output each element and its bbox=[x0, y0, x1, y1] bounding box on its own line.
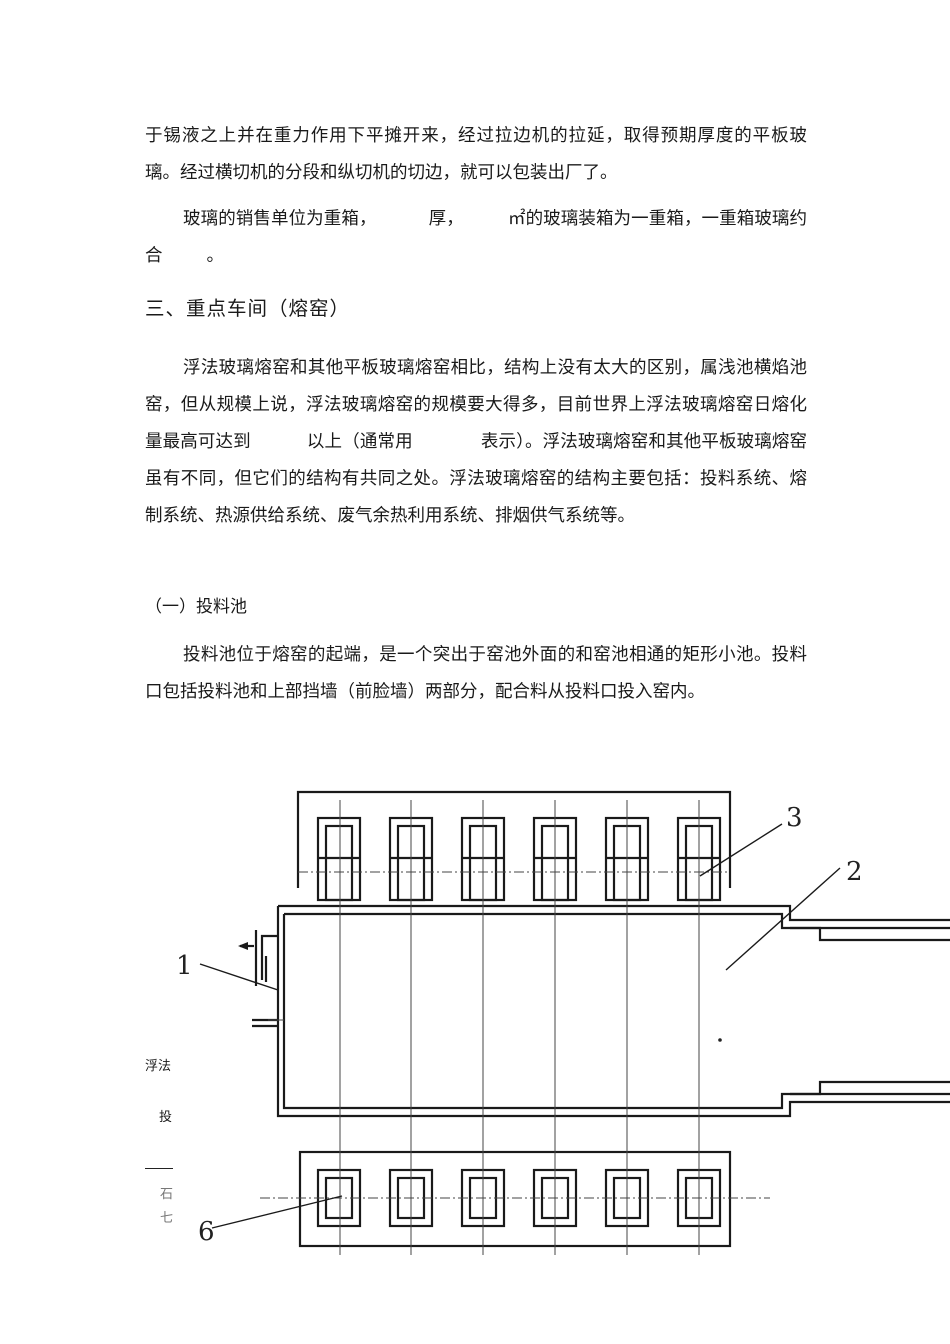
paragraph-feeding-pool: 投料池位于熔窑的起端，是一个突出于窑池外面的和窑池相通的矩形小池。投料口包括投料… bbox=[145, 645, 807, 702]
leader-line-1 bbox=[199, 963, 279, 991]
figure-label-6: 6 bbox=[198, 1217, 215, 1247]
side-fragment-3: 石 bbox=[160, 1187, 174, 1202]
weight-box-text-a: 玻璃的销售单位为重箱， bbox=[183, 209, 377, 229]
furnace-text-a: 浮法玻璃熔窑和其他平板玻璃熔窑相比，结构上没有太大的区别，属浅池横焰池窑，但从规… bbox=[145, 358, 807, 452]
bottom-regenerator-housing bbox=[298, 1150, 732, 1248]
leader-line-2 bbox=[725, 867, 841, 971]
top-regenerator-housing bbox=[296, 790, 732, 888]
top-regenerator-ports bbox=[316, 816, 722, 902]
feeding-pool bbox=[260, 934, 278, 980]
subsection-title: （一）投料池 bbox=[145, 597, 247, 617]
furnace-plan-diagram: 1 2 3 6 bbox=[170, 780, 950, 1260]
leader-line-3 bbox=[699, 823, 783, 877]
footnote-rule bbox=[145, 1168, 173, 1169]
side-fragment-1: 浮法 bbox=[145, 1059, 172, 1074]
weight-box-text-d: 。 bbox=[206, 246, 225, 266]
tank-wall-bottom-outer bbox=[276, 906, 950, 1118]
figure-label-1: 1 bbox=[176, 951, 193, 981]
furnace-text-b: 以上（通常用 bbox=[306, 432, 413, 452]
weight-box-text-c: ㎡的玻璃装箱为一重箱，一重箱玻璃约合 bbox=[145, 209, 808, 266]
side-fragment-4: 七 bbox=[160, 1211, 174, 1226]
grid-centerlines bbox=[260, 800, 770, 1255]
section-title: 三、重点车间（熔窑） bbox=[145, 297, 351, 320]
paragraph-furnace-overview: 浮法玻璃熔窑和其他平板玻璃熔窑相比，结构上没有太大的区别，属浅池横焰池窑，但从规… bbox=[145, 350, 807, 535]
figure-label-2: 2 bbox=[846, 857, 863, 887]
side-fragment-2: 投 bbox=[159, 1110, 173, 1125]
furnace-plan-svg: 1 2 3 6 bbox=[176, 790, 950, 1255]
paragraph-weight-box: 玻璃的销售单位为重箱， 厚，㎡的玻璃装箱为一重箱，一重箱玻璃约合。 bbox=[145, 201, 807, 275]
weight-box-text-b: 厚， bbox=[428, 209, 464, 229]
figure-label-3: 3 bbox=[786, 803, 803, 833]
paragraph-float-process: 于锡液之上并在重力作用下平摊开来，经过拉边机的拉延，取得预期厚度的平板玻璃。经过… bbox=[145, 126, 807, 183]
furnace-text-c: 表示）。浮法玻璃熔窑和其他平板玻璃熔窑虽有不同，但它们的结构有共同之处。浮法玻璃… bbox=[145, 432, 808, 526]
leader-line-6 bbox=[211, 1195, 343, 1229]
